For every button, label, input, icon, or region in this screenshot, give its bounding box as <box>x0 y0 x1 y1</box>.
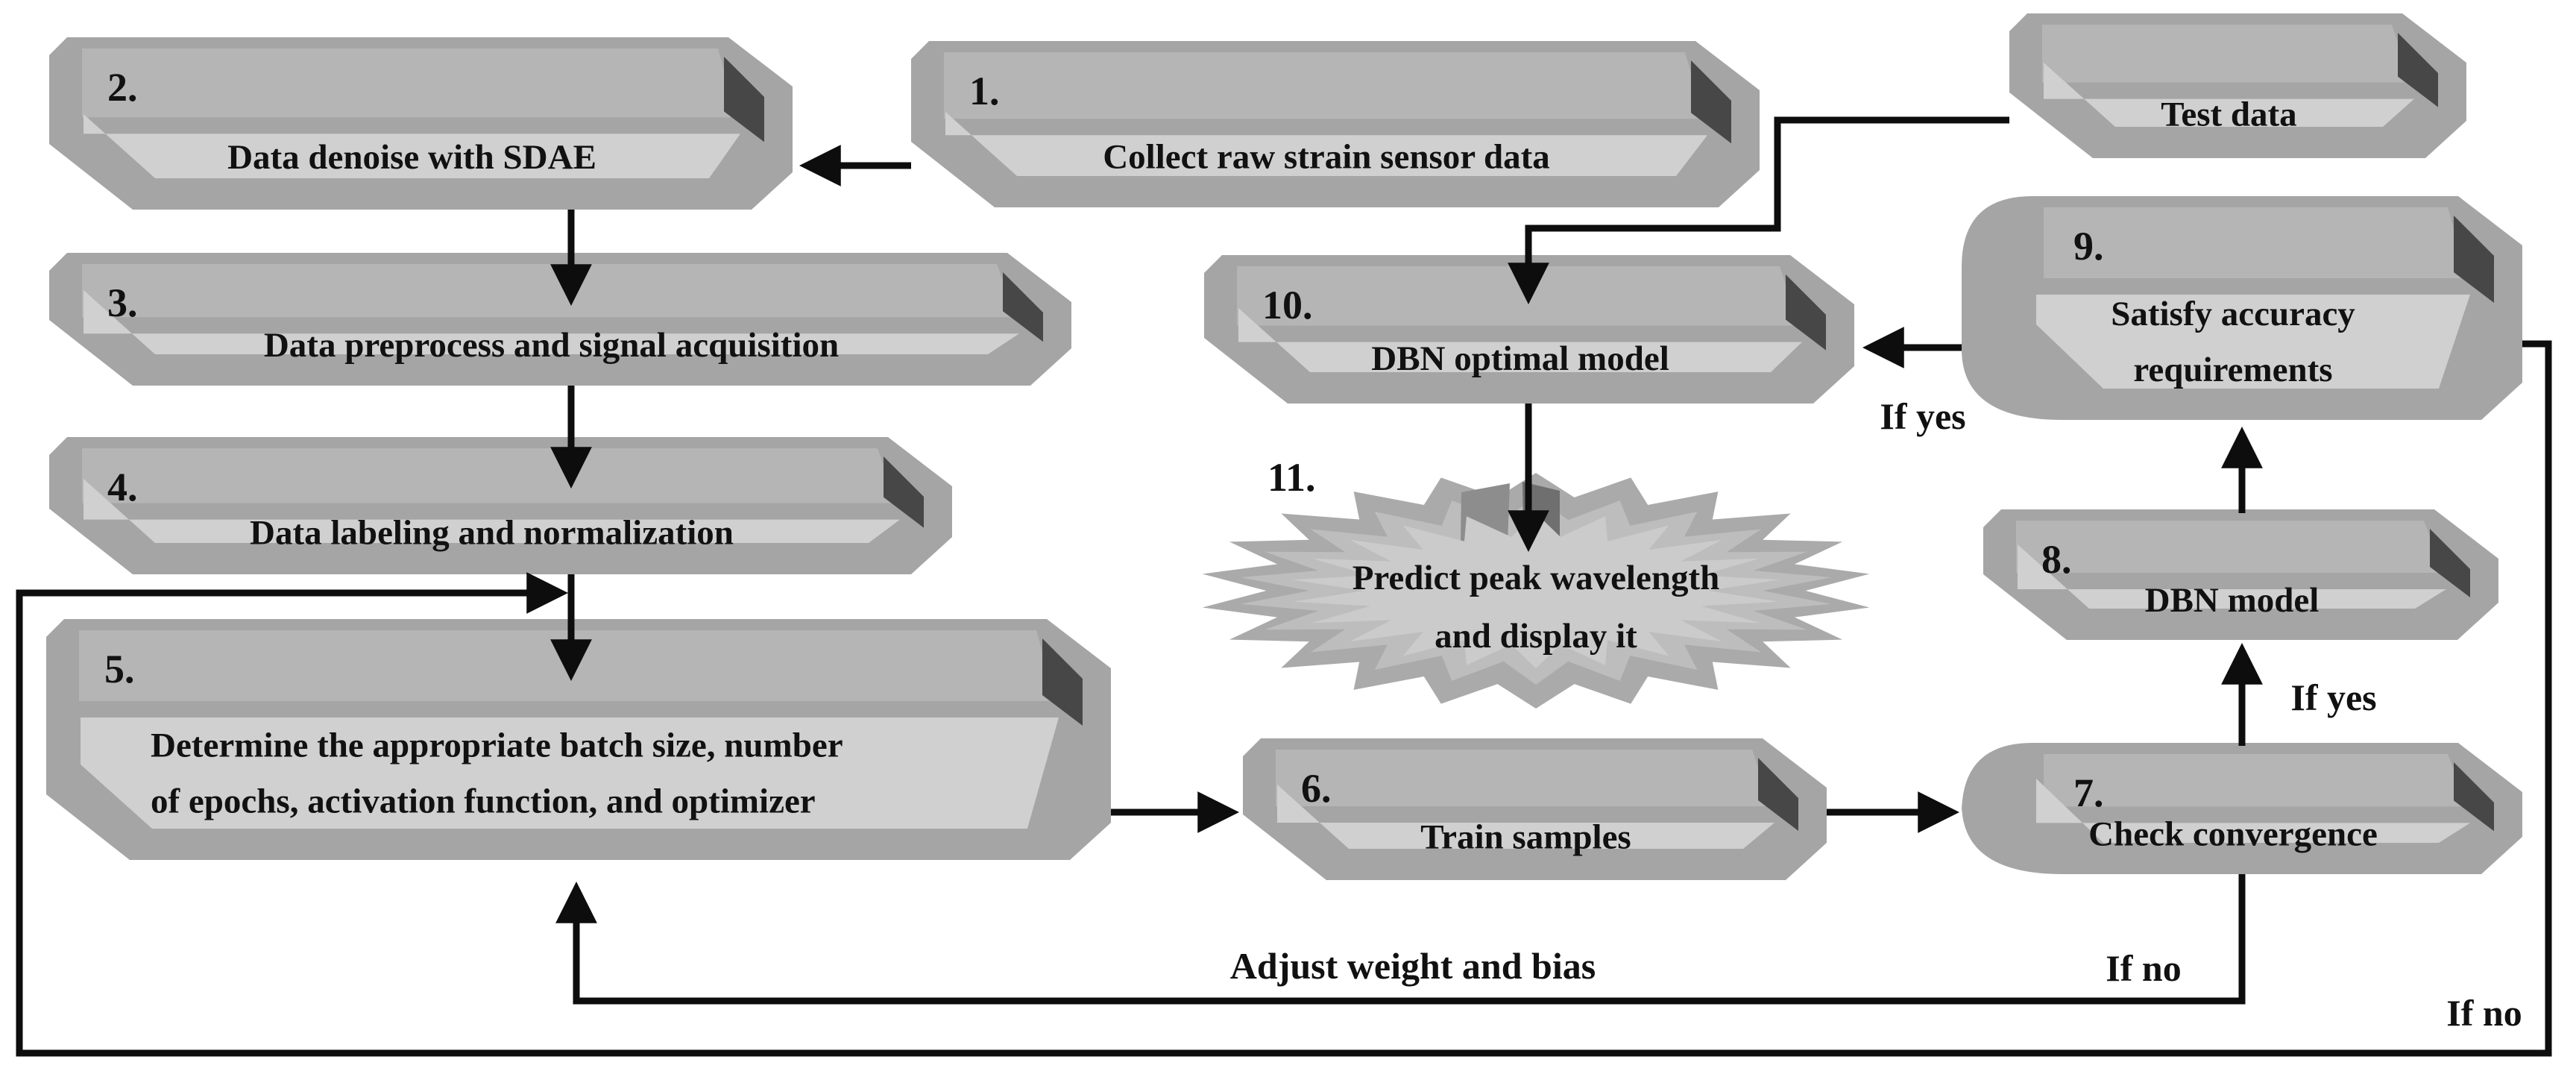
node-label-band <box>2036 295 2470 389</box>
label-if-no-inner: If no <box>2106 947 2181 989</box>
node-n9: 9.Satisfy accuracy requirements <box>1962 196 2522 420</box>
node-n6-number: 6. <box>1301 766 1332 811</box>
node-label-band <box>84 114 740 178</box>
node-n1-label: Collect raw strain sensor data <box>1103 138 1550 177</box>
node-top-band <box>79 630 1056 701</box>
node-n9-label-line1: Satisfy accuracy <box>2111 295 2355 333</box>
node-n7-label: Check convergence <box>2088 815 2378 854</box>
node-n4-label: Data labeling and normalization <box>250 513 734 552</box>
node-n8: 8. DBN model <box>1983 509 2498 640</box>
node-n4: 4. Data labeling and normalization <box>49 437 952 574</box>
node-top-band <box>2044 754 2467 807</box>
node-top-band <box>82 448 897 503</box>
node-n8-label: DBN model <box>2145 581 2320 620</box>
node-n1: 1. Collect raw strain sensor data <box>911 41 1760 207</box>
edge-ifno-outer-loop <box>16 340 2552 1057</box>
node-dark-edge <box>2454 216 2494 303</box>
node-dark-edge <box>724 57 764 142</box>
label-if-yes-9-10: If yes <box>1880 395 1965 437</box>
node-label-band <box>2036 779 2470 843</box>
node-test: Test data <box>2009 13 2466 158</box>
node-n6: 6. Train samples <box>1243 738 1827 880</box>
node-n3: 3. Data preprocess and signal acquisition <box>49 253 1071 386</box>
node-dark-edge <box>2454 762 2494 832</box>
node-n9-number: 9. <box>2073 224 2104 269</box>
node-n1-number: 1. <box>969 69 1000 113</box>
node-n3-number: 3. <box>107 280 138 325</box>
node-n4-number: 4. <box>107 465 138 509</box>
burst-center <box>1292 513 1780 668</box>
node-top-band <box>1237 266 1799 326</box>
node-dark-edge <box>1003 272 1043 342</box>
node-dark-edge <box>884 456 924 528</box>
node-n2: 2. Data denoise with SDAE <box>49 37 793 210</box>
node-n11-label-line1: Predict peak wavelength <box>1352 559 1720 597</box>
node-label-band <box>81 718 1059 829</box>
node-n3-label: Data preprocess and signal acquisition <box>264 326 839 365</box>
label-if-no-outer: If no <box>2446 992 2522 1034</box>
node-n11: 11. Predict peak wavelength and display it <box>1202 455 1870 709</box>
node-top-band <box>2016 521 2443 573</box>
node-label-band <box>1277 785 1774 849</box>
node-n10-label: DBN optimal model <box>1371 339 1669 378</box>
node-label-band <box>945 112 1707 176</box>
node-n10-number: 10. <box>1262 283 1313 327</box>
edge-testdata-to-10 <box>1508 116 2009 305</box>
node-label-band <box>84 290 1019 354</box>
node-top-band <box>2044 207 2467 278</box>
node-n11-label-line2: and display it <box>1435 617 1637 656</box>
node-dark-edge <box>1758 758 1798 831</box>
node-n5-number: 5. <box>104 647 135 691</box>
label-adjust-weight-bias: Adjust weight and bias <box>1230 945 1596 987</box>
node-n9-label-line2: requirements <box>2133 351 2332 389</box>
node-n11-number: 11. <box>1267 455 1316 500</box>
node-n6-label: Train samples <box>1420 818 1631 857</box>
node-label-band <box>1238 308 1802 372</box>
node-top-band <box>944 52 1704 119</box>
node-dark-edge <box>1786 274 1826 351</box>
node-n7-number: 7. <box>2073 770 2104 815</box>
node-label-band <box>2044 63 2414 127</box>
label-if-yes-7-8: If yes <box>2290 676 2376 718</box>
edge-ifno-inner-loop <box>555 874 2246 1005</box>
node-n5: 5. Determine the appropriate batch size, … <box>46 619 1111 860</box>
node-n5-label-line2: of epochs, activation function, and opti… <box>151 782 816 821</box>
node-label-band <box>2018 544 2446 609</box>
node-top-band <box>82 264 1016 318</box>
node-n2-label: Data denoise with SDAE <box>227 138 596 177</box>
node-n8-number: 8. <box>2041 537 2072 582</box>
node-label-band <box>84 479 900 543</box>
node-top-band <box>82 48 737 118</box>
node-dark-edge <box>1691 60 1731 144</box>
node-dark-edge <box>1042 638 1083 726</box>
node-top-band <box>1276 750 1772 806</box>
node-n2-number: 2. <box>107 65 138 110</box>
node-n7: 7.Check convergence <box>1962 743 2522 874</box>
node-test-label: Test data <box>2161 95 2296 134</box>
node-dark-edge <box>2398 33 2438 107</box>
node-top-band <box>2042 25 2411 83</box>
node-dark-edge <box>2430 529 2470 597</box>
node-n5-label-line1: Determine the appropriate batch size, nu… <box>151 726 843 765</box>
